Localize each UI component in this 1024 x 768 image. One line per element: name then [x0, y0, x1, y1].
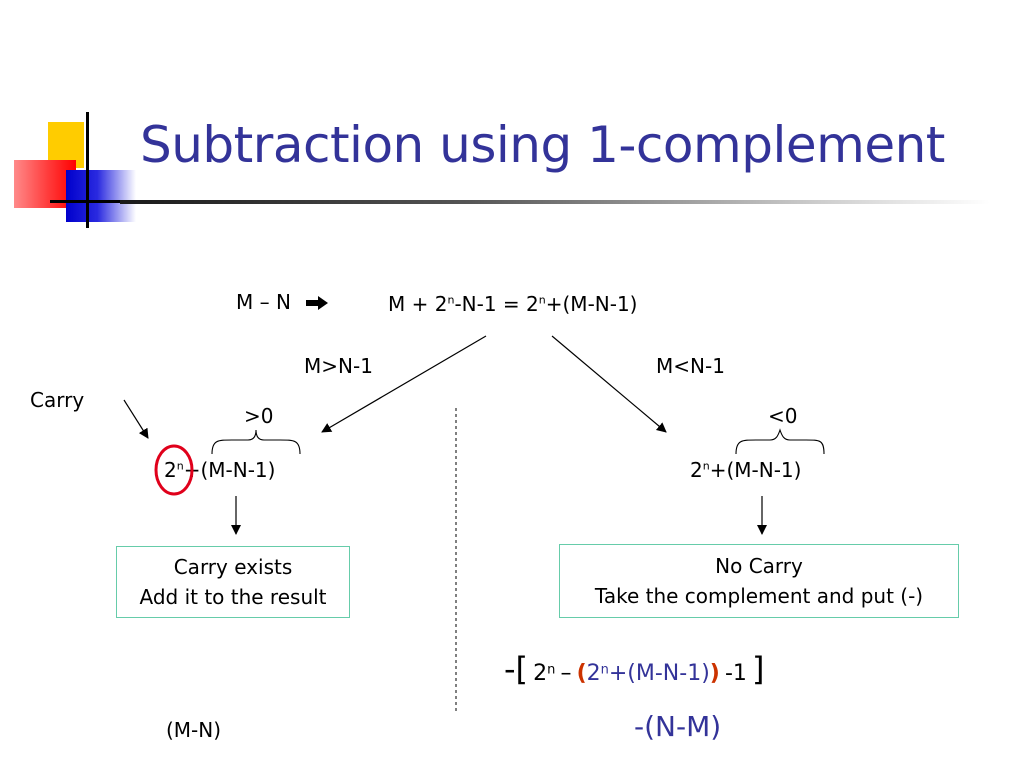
left-condition: >0	[244, 404, 274, 428]
no-carry-line1: No Carry	[715, 554, 803, 578]
arrow-to-right-branch	[551, 335, 667, 433]
right-brace	[735, 428, 825, 455]
formula-paren-close: )	[709, 661, 720, 686]
top-expr-sup-2: n	[538, 293, 546, 307]
slide-title: Subtraction using 1-complement	[140, 116, 945, 174]
title-underline-rule	[120, 200, 990, 204]
top-expr-sup-1: n	[447, 293, 455, 307]
formula-open-bracket: -[	[504, 650, 529, 688]
left-expression: 2n+(M-N-1)	[164, 458, 275, 482]
carry-pointer-arrow	[123, 399, 149, 439]
branch-right-label: M<N-1	[656, 354, 725, 378]
carry-digit-circle	[154, 444, 194, 496]
right-result: -(N-M)	[634, 710, 722, 743]
no-carry-line2: Take the complement and put (-)	[594, 584, 924, 608]
top-expr-part-c: +(M-N-1)	[545, 292, 638, 316]
right-expr-rest: +(M-N-1)	[709, 458, 802, 482]
complement-formula: -[ 2n – (2n+(M-N-1)) -1 ]	[504, 650, 764, 688]
logo-vertical-line	[86, 112, 89, 228]
left-brace	[211, 429, 301, 455]
formula-base: 2	[533, 661, 548, 686]
no-carry-box: No Carry Take the complement and put (-)	[559, 544, 959, 618]
formula-inner: +(M-N-1)	[608, 661, 710, 686]
right-condition: <0	[768, 404, 798, 428]
formula-dash: –	[560, 661, 572, 686]
branch-left-label: M>N-1	[304, 354, 373, 378]
right-expr-sup: n	[702, 459, 710, 473]
top-expression: M + 2n-N-1 = 2n+(M-N-1)	[388, 292, 638, 316]
m-minus-n-text: M – N	[236, 290, 291, 314]
top-expr-part-b: -N-1 = 2	[454, 292, 539, 316]
top-expr-part-a: M + 2	[388, 292, 448, 316]
left-expr-rest: +(M-N-1)	[183, 458, 276, 482]
right-expr-base: 2	[690, 458, 703, 482]
carry-exists-line2: Add it to the result	[139, 585, 327, 609]
carry-exists-line1: Carry exists	[173, 555, 293, 579]
carry-label: Carry	[30, 388, 85, 412]
formula-close-bracket: ]	[751, 650, 765, 688]
carry-exists-box: Carry exists Add it to the result	[116, 546, 350, 618]
logo-horizontal-line	[50, 200, 162, 203]
left-expr-base: 2	[164, 458, 177, 482]
arrow-to-left-branch	[321, 335, 487, 433]
arrow-right-icon	[305, 292, 329, 316]
formula-paren-open: (	[576, 661, 587, 686]
formula-sup-2: n	[600, 662, 609, 678]
right-expression: 2n+(M-N-1)	[690, 458, 801, 482]
formula-base-2: 2	[586, 661, 601, 686]
formula-sup-1: n	[547, 662, 556, 678]
top-left-expression: M – N	[236, 290, 329, 316]
left-result: (M-N)	[166, 718, 222, 742]
logo-blue-square	[66, 170, 136, 222]
left-expr-sup: n	[176, 459, 184, 473]
formula-tail: -1	[724, 661, 747, 686]
